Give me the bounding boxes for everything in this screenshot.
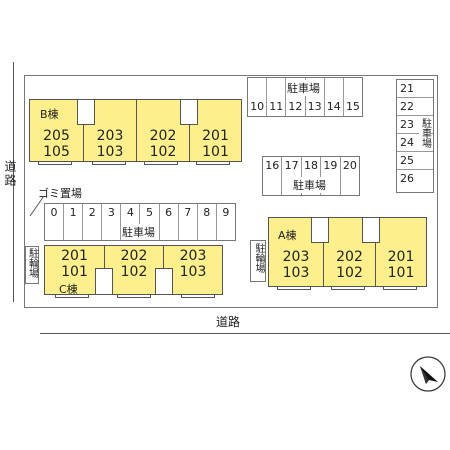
parking-space: 24: [397, 133, 433, 151]
parking-space: 1: [63, 204, 82, 240]
building-c-unit: 203 103: [163, 246, 222, 294]
parking-space: 18: [300, 157, 320, 195]
parking-space: 15: [342, 78, 362, 116]
building-b-label: B棟: [40, 108, 59, 121]
parking-label-vertical: 駐車場: [419, 118, 431, 151]
left-road-label: 道路: [3, 160, 17, 188]
building-c-unit: 201 101: [45, 246, 104, 294]
room-number: 205: [43, 128, 70, 144]
room-number: 201: [61, 248, 88, 264]
parking-space: 4: [120, 204, 139, 240]
room-number: 101: [61, 264, 88, 280]
bicycle-parking-label: 駐輪場: [253, 243, 264, 273]
parking-space: 19: [320, 157, 339, 195]
parking-space: 17: [281, 157, 300, 195]
step: [331, 286, 365, 290]
room-number: 203: [179, 248, 207, 264]
parking-space: 21: [400, 82, 414, 95]
room-number: 202: [149, 128, 177, 144]
parking-space: 8: [196, 204, 216, 240]
entrance-notch: [95, 268, 113, 295]
step: [181, 294, 215, 298]
step: [383, 286, 417, 290]
left-road-edge: [13, 62, 14, 302]
building-c-label: C棟: [59, 283, 78, 296]
room-number: 202: [336, 249, 363, 265]
entrance-notch: [155, 268, 173, 295]
room-number: 202: [120, 248, 148, 264]
building-b-unit: 205 105: [30, 100, 83, 161]
bicycle-parking-label: 駐輪場: [26, 248, 38, 278]
step: [117, 294, 151, 298]
building-a: 203 103 202 102 201 101 A棟: [268, 217, 427, 290]
parking-space: 23: [397, 115, 433, 133]
parking-label: 駐車場: [292, 177, 327, 193]
room-number: 203: [96, 128, 124, 144]
room-number: 102: [336, 265, 363, 281]
building-b-unit: 201 101: [189, 100, 241, 161]
step: [38, 161, 72, 165]
parking-space: 9: [215, 204, 235, 240]
building-a-unit: 201 101: [375, 218, 426, 286]
parking-space: 2: [82, 204, 101, 240]
parking-space: 11: [266, 78, 285, 116]
parking-space: 16: [265, 159, 280, 172]
room-number: 201: [202, 128, 229, 144]
parking-space: 12: [285, 78, 304, 116]
building-a-label: A棟: [278, 229, 297, 242]
building-c: 201 101 202 102 203 103 C棟: [44, 245, 223, 298]
parking-space: 14: [323, 78, 343, 116]
garbage-area-icon: [29, 195, 45, 217]
bicycle-parking-left: 駐輪場: [25, 246, 39, 284]
building-b: 205 105 203 103 202 102 201 101 B棟: [29, 99, 242, 165]
parking-space: 5: [139, 204, 158, 240]
step: [144, 161, 178, 165]
step: [196, 161, 230, 165]
parking-space: 6: [158, 204, 178, 240]
parking-space: 7: [177, 204, 197, 240]
parking-space: 3: [101, 204, 120, 240]
room-number: 103: [179, 264, 207, 280]
step: [55, 294, 89, 298]
building-b-unit: 203 103: [83, 100, 136, 161]
room-number: 105: [43, 144, 70, 160]
garbage-label: ゴミ置場: [38, 187, 82, 200]
parking-space: 22: [397, 97, 433, 115]
parking-label: 駐車場: [121, 224, 156, 240]
parking-space: 0: [50, 206, 58, 219]
room-number: 102: [149, 144, 177, 160]
entrance-notch: [311, 217, 329, 243]
room-number: 102: [120, 264, 148, 280]
north-arrow-icon: [410, 356, 446, 392]
step: [277, 286, 311, 290]
parking-space: 20: [339, 157, 359, 195]
parking-space: 25: [397, 151, 433, 169]
entrance-notch: [77, 99, 95, 125]
parking-space: 10: [250, 100, 265, 113]
building-a-unit: 203 103: [269, 218, 323, 286]
room-number: 101: [202, 144, 229, 160]
room-number: 203: [282, 249, 310, 265]
step: [92, 161, 126, 165]
bottom-road-label: 道路: [216, 315, 241, 329]
parking-space: 13: [304, 78, 324, 116]
building-a-unit: 202 102: [323, 218, 375, 286]
entrance-notch: [180, 99, 198, 125]
room-number: 101: [387, 265, 415, 281]
parking-label: 駐車場: [286, 80, 321, 96]
entrance-notch: [362, 217, 380, 243]
room-number: 103: [282, 265, 310, 281]
bottom-road-edge: [40, 333, 450, 334]
room-number: 201: [387, 249, 415, 265]
parking-space: 26: [397, 169, 433, 187]
room-number: 103: [96, 144, 124, 160]
building-b-unit: 202 102: [136, 100, 189, 161]
bicycle-parking-right: 駐輪場: [250, 240, 266, 282]
